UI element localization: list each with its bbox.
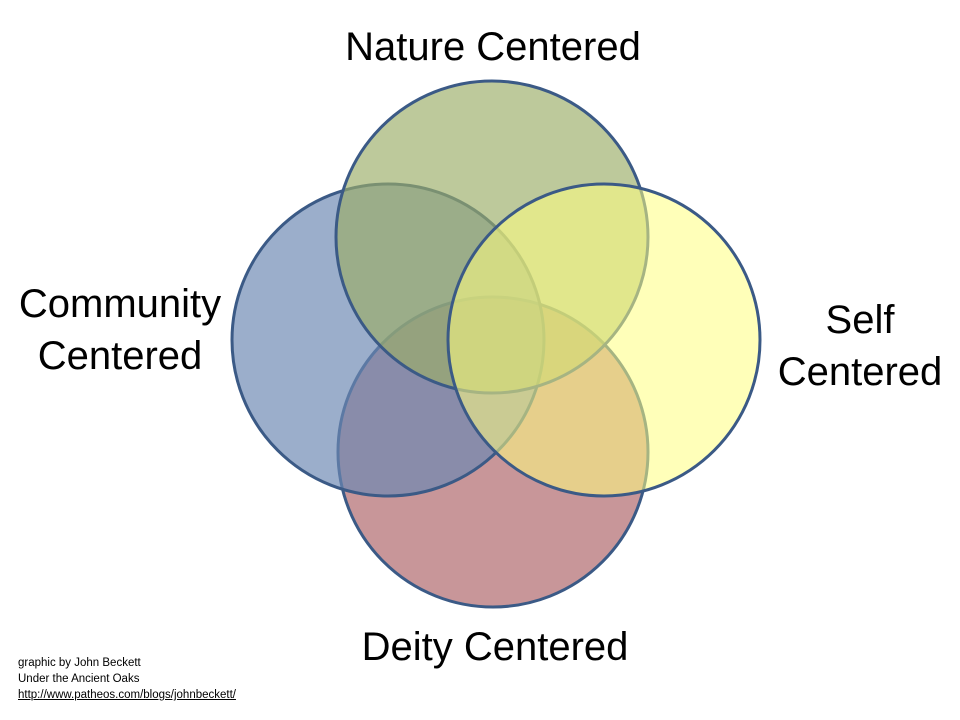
credit-blog-name: Under the Ancient Oaks	[18, 673, 140, 685]
credit-author: graphic by John Beckett	[18, 657, 141, 669]
community-label-line-1: Community	[18, 282, 222, 326]
self-circle	[446, 182, 762, 498]
credit-block: graphic by John Beckett Under the Ancien…	[18, 655, 236, 703]
community-label-line-2: Centered	[37, 334, 203, 378]
credit-link[interactable]: http://www.patheos.com/blogs/johnbeckett…	[18, 689, 236, 701]
deity-centered-label: Deity Centered	[361, 625, 629, 669]
self-label-line-2: Centered	[777, 350, 943, 394]
community-centered-label: Community Centered	[0, 278, 240, 382]
self-centered-label: Self Centered	[760, 294, 960, 398]
self-label-line-1: Self	[825, 298, 895, 342]
nature-centered-label: Nature Centered	[345, 25, 641, 69]
